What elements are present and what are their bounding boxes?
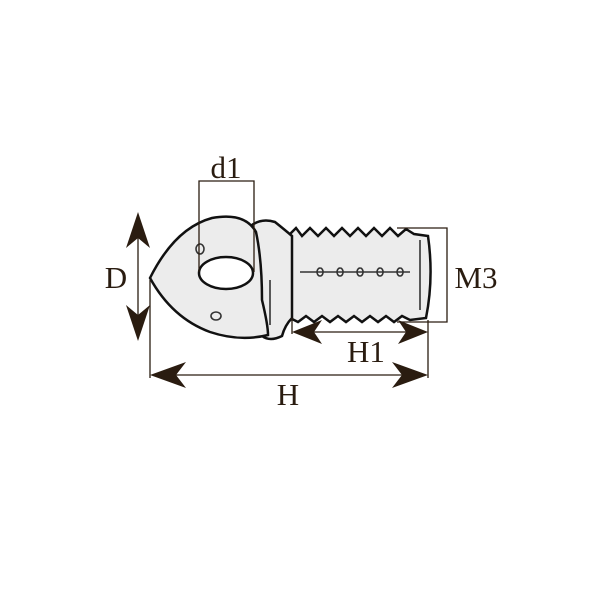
label-H: H	[277, 377, 299, 412]
label-H1: H1	[347, 334, 385, 369]
eye-screw-part	[148, 215, 432, 341]
arrow-left-icon	[150, 362, 186, 388]
arrow-down-icon	[126, 305, 150, 341]
threaded-shaft	[286, 226, 432, 324]
arrow-up-icon	[126, 212, 150, 248]
label-D: D	[105, 260, 127, 295]
arrow-left-icon	[292, 320, 322, 344]
surface-mark	[195, 243, 205, 255]
dimension-M3: M3	[397, 227, 498, 323]
dimension-H: H	[149, 280, 429, 412]
dimension-D: D	[105, 212, 150, 341]
eye-hole	[197, 255, 255, 291]
label-M3: M3	[454, 260, 497, 295]
dimension-H1: H1	[291, 318, 428, 369]
label-d1: d1	[211, 150, 242, 185]
arrow-right-icon	[392, 362, 428, 388]
dimension-d1: d1	[198, 150, 255, 272]
thread-dots	[269, 240, 421, 325]
surface-mark	[210, 311, 222, 321]
arrow-right-icon	[398, 320, 428, 344]
